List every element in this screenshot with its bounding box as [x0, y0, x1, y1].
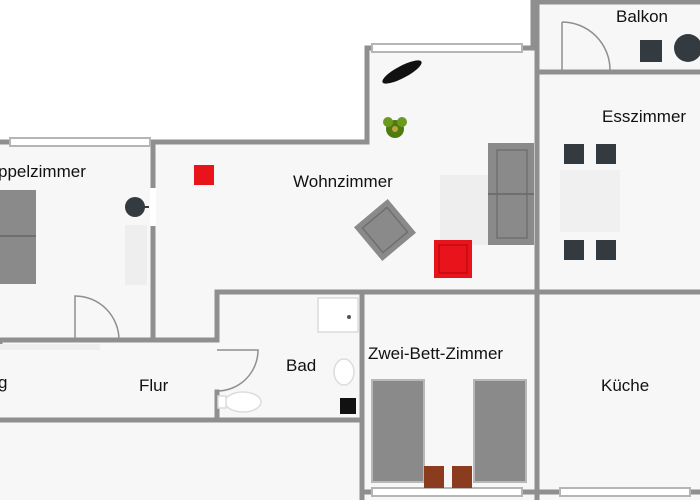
bad-fixtures	[217, 297, 359, 414]
balcony-table	[674, 34, 700, 62]
room-label-zwei-bett-zimmer: Zwei-Bett-Zimmer	[368, 344, 504, 363]
dining-chair-1	[564, 144, 584, 164]
window-zwei-bett-south	[371, 487, 523, 497]
dining-chair-3	[564, 240, 584, 260]
ceiling-fan-icon	[382, 60, 422, 84]
dining-table	[560, 170, 620, 232]
door-doppelzimmer	[74, 295, 120, 341]
bath-cabinet	[340, 398, 356, 414]
wohnzimmer-furniture	[194, 60, 534, 278]
wardrobe	[125, 225, 147, 285]
red-stool	[194, 165, 214, 185]
single-bed-2	[473, 379, 527, 483]
window-living-north	[371, 43, 523, 53]
window-doppelzimmer-north	[9, 137, 151, 147]
side-table	[440, 175, 488, 245]
dining-chair-2	[596, 144, 616, 164]
zwei-bett-furniture	[371, 379, 527, 488]
door-balkon	[561, 21, 611, 71]
armchair-gray	[354, 199, 416, 261]
balkon-furniture	[640, 34, 700, 62]
bath-sink	[333, 358, 355, 386]
windows	[9, 43, 691, 497]
single-bed-1	[371, 379, 425, 483]
window-kueche-south	[559, 487, 691, 497]
dining-chair-4	[596, 240, 616, 260]
room-label-doppelzimmer: ppelzimmer	[0, 162, 86, 181]
nightstand-1	[424, 466, 444, 488]
flur-shelf	[0, 344, 100, 350]
doppelzimmer-furniture	[0, 190, 149, 285]
room-label-esszimmer: Esszimmer	[602, 107, 687, 126]
doors	[74, 21, 611, 392]
room-label-eingang: g	[0, 373, 8, 392]
room-label-wohnzimmer: Wohnzimmer	[293, 172, 393, 191]
balcony-chair	[640, 40, 662, 62]
room-label-kueche: Küche	[601, 376, 650, 395]
door-bad	[216, 349, 259, 392]
room-label-flur: Flur	[139, 376, 169, 395]
toilet	[224, 391, 262, 413]
nightstand-2	[452, 466, 472, 488]
esszimmer-furniture	[560, 144, 620, 260]
washbasin	[317, 297, 359, 333]
room-label-bad: Bad	[286, 356, 317, 375]
room-label-balkon: Balkon	[616, 7, 668, 26]
armchair-red	[434, 240, 472, 278]
plant-icon	[383, 117, 407, 138]
